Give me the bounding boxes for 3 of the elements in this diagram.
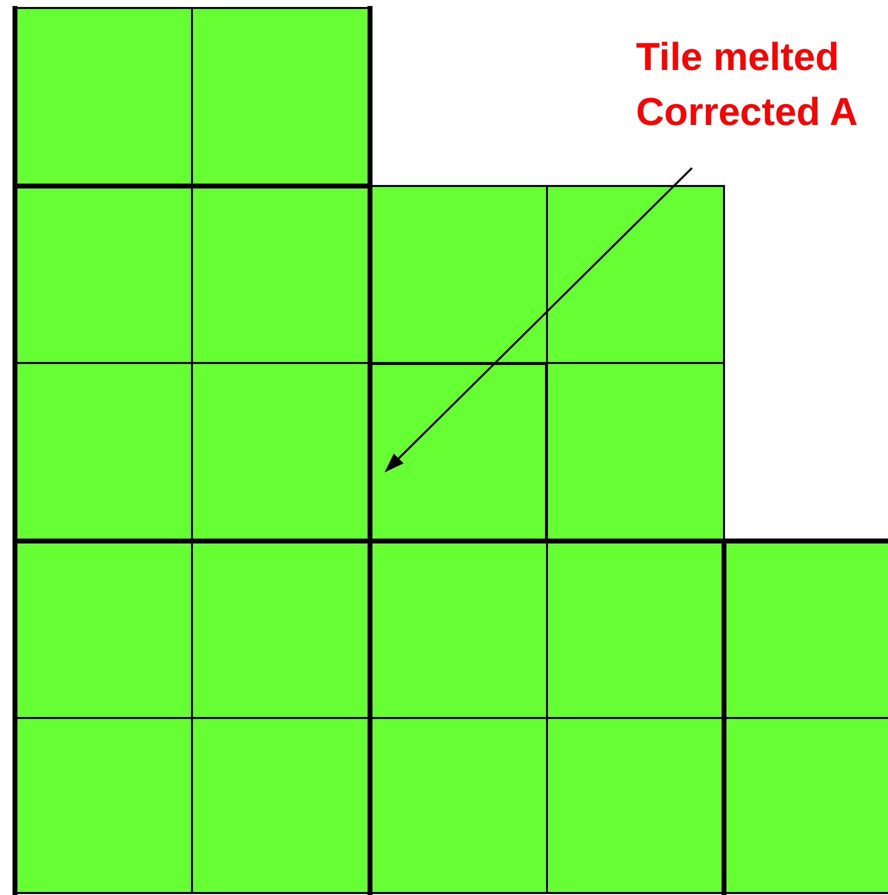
tile [370,363,547,541]
annotation-text: Tile melted Corrected A [636,35,859,136]
leader-line [385,167,693,472]
